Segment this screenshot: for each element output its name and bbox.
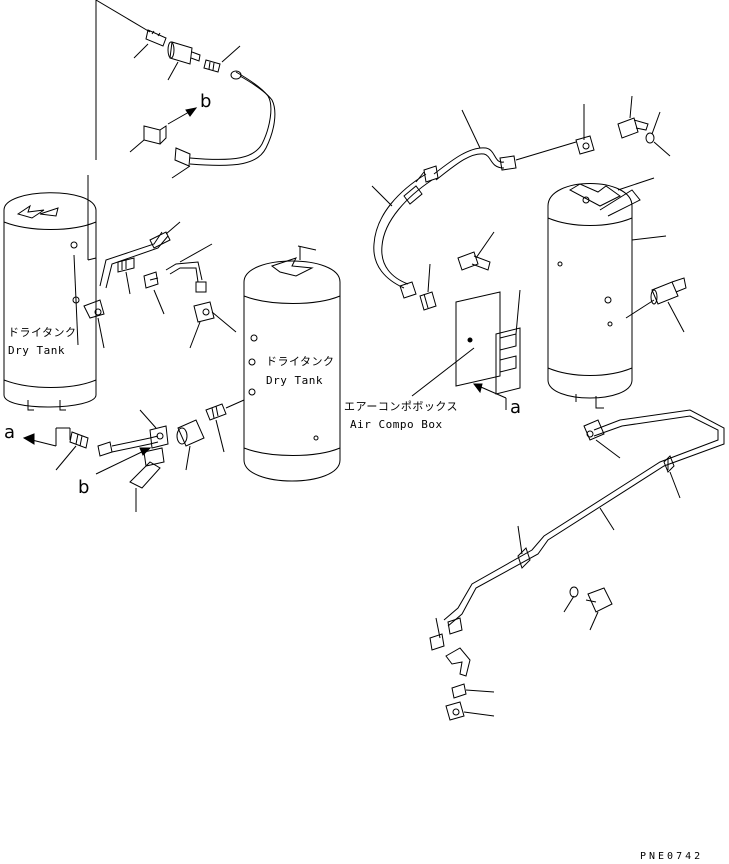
elbow-fitting-lowest [445, 701, 495, 721]
elbow-fitting-top [133, 29, 167, 59]
pipe-bottom-left [97, 435, 159, 457]
center-dry-tank [243, 245, 341, 482]
callout-b-top: b [200, 91, 212, 112]
check-valve-top [167, 41, 201, 81]
air-compo-box-bracket [411, 289, 521, 397]
elbow-fitting-mid [189, 301, 237, 349]
union-fitting-top [203, 45, 241, 73]
air-compo-box-label-jp: エアーコンポボックス [344, 400, 459, 413]
pipe-middle-left [99, 221, 181, 289]
drain-valve [129, 447, 165, 512]
callout-a-right: a [510, 397, 522, 418]
union-fitting-right [419, 263, 437, 311]
elbow-bracket-lower [445, 647, 471, 677]
center-tank-label-en: Dry Tank [266, 374, 323, 387]
arrow-b-bottom [95, 447, 152, 475]
pipe-top [171, 70, 276, 179]
bolt-top-right [617, 95, 649, 139]
nut-lower [451, 683, 495, 699]
right-dry-tank [547, 177, 667, 409]
hose-assembly [371, 173, 433, 299]
tee-fitting-bottom [139, 409, 169, 449]
elbow-top-right [515, 104, 595, 161]
arrow-a-right [473, 383, 507, 410]
left-dry-tank [3, 192, 97, 411]
elbow-fitting-left-tank [83, 299, 105, 349]
center-tank-label-jp: ドライタンク [266, 355, 335, 368]
pipe-short-right [165, 243, 213, 293]
washer-top-right [645, 111, 671, 157]
left-tank-label-jp: ドライタンク [8, 326, 77, 339]
check-valve-bottom [176, 419, 205, 471]
pipe-upper-right [415, 109, 517, 183]
tee-fitting-b [129, 125, 167, 153]
connector-bottom-center [205, 399, 245, 453]
bolt-lower [585, 587, 613, 631]
pressure-switch [625, 277, 687, 333]
clamp-center [517, 525, 531, 569]
reference-code: PNE0742 [640, 851, 704, 862]
pipe-lower-right [443, 409, 725, 627]
fitting-end-lower [429, 617, 463, 651]
left-tank-label-en: Dry Tank [8, 344, 65, 357]
arrow-a-left [22, 427, 71, 447]
connector-b [143, 271, 165, 315]
washer-lower [563, 586, 579, 613]
callout-b-bottom: b [78, 477, 90, 498]
connector-a [117, 257, 135, 295]
fitting-bottom-left [55, 431, 89, 471]
arrow-b-top [167, 107, 198, 125]
bolt-right [457, 231, 495, 271]
top-vertical-line [73, 0, 151, 346]
air-compo-box-label-en: Air Compo Box [350, 418, 443, 431]
clamp-right [663, 455, 681, 499]
callout-a-left: a [4, 422, 16, 443]
